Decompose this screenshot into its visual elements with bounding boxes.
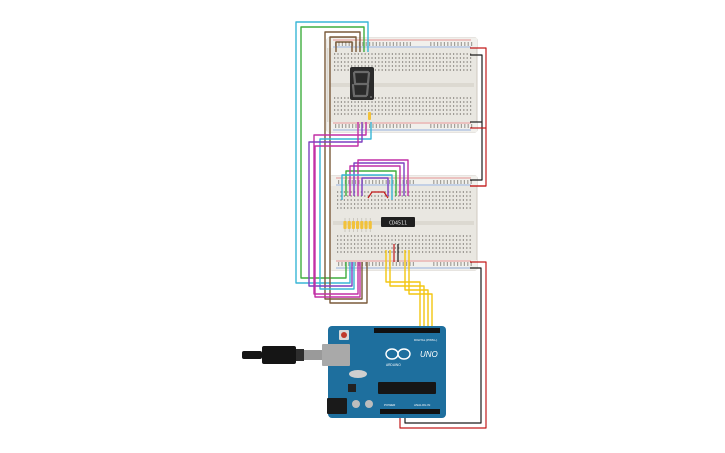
analog-pins-label: ANALOG IN bbox=[414, 403, 430, 407]
arduino-brand-label: ARDUINO bbox=[386, 363, 401, 367]
power-pins-label: POWER bbox=[384, 403, 396, 407]
reset-button-icon bbox=[341, 332, 347, 338]
breadboards bbox=[326, 37, 478, 271]
capacitor-icon bbox=[352, 400, 360, 408]
usb-cable[interactable] bbox=[242, 346, 322, 364]
chip-label: CD4511 bbox=[389, 221, 407, 227]
seven-segment-digit-8-icon bbox=[351, 70, 372, 98]
microcontroller-chip bbox=[378, 382, 436, 394]
arduino-model-label: UNO bbox=[420, 350, 438, 359]
wires bbox=[295, 21, 487, 429]
voltage-regulator bbox=[348, 384, 356, 392]
capacitor-icon bbox=[365, 400, 373, 408]
crystal bbox=[349, 370, 367, 378]
decoder-chip[interactable]: CD4511 bbox=[381, 217, 415, 227]
arduino-logo-icon bbox=[385, 348, 411, 360]
digital-pins-label: DIGITAL (PWM~) bbox=[414, 338, 437, 342]
arduino-uno-board[interactable]: UNO ARDUINO DIGITAL (PWM~) POWER ANALOG … bbox=[322, 326, 446, 418]
digital-header[interactable] bbox=[374, 328, 440, 333]
breadboard-top-holes bbox=[330, 39, 474, 131]
seven-segment-display[interactable] bbox=[350, 67, 374, 100]
resistor-array[interactable] bbox=[343, 112, 372, 232]
power-analog-header[interactable] bbox=[380, 409, 440, 414]
breadboard-top[interactable] bbox=[326, 37, 478, 133]
